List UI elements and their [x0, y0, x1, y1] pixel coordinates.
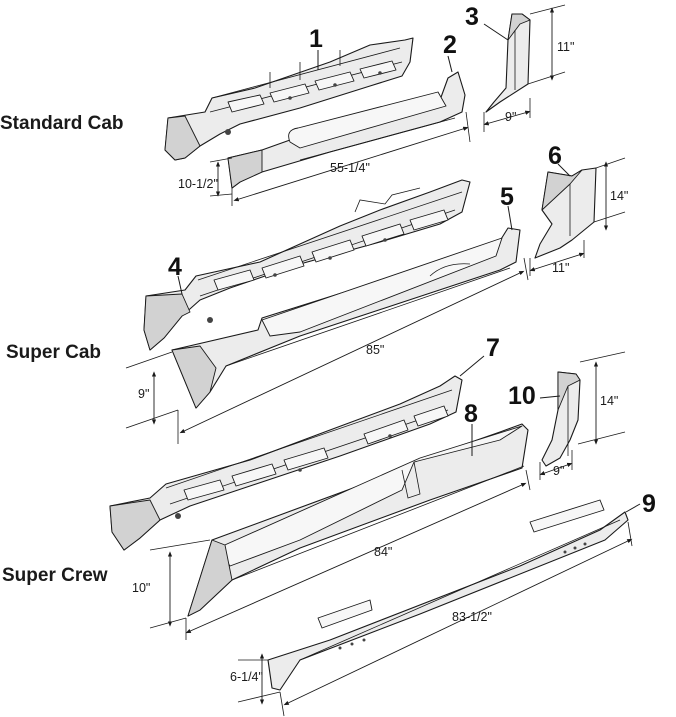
- callout-1: 1: [309, 25, 323, 53]
- dim-p10-height: 14": [600, 394, 618, 408]
- part-5-outer-rocker-super-cab: [171, 227, 521, 409]
- super-cab-label: Super Cab: [6, 342, 101, 363]
- callout-leaders: [177, 23, 641, 513]
- dim-p9-length: 83-1/2": [452, 610, 492, 624]
- callout-9: 9: [642, 490, 656, 518]
- callout-6: 6: [548, 142, 562, 170]
- dim-p5-height: 9": [138, 387, 149, 401]
- dim-p3-height: 11": [557, 40, 574, 54]
- callout-5: 5: [500, 183, 514, 211]
- super-crew-label: Super Crew: [2, 565, 108, 586]
- dim-p8-height: 10": [132, 581, 150, 595]
- dim-p2-length: 55-1/4": [330, 161, 370, 175]
- dim-p9-height: 6-1/4": [230, 670, 263, 684]
- dim-p6-height: 14": [610, 189, 628, 203]
- callout-4: 4: [168, 253, 182, 281]
- dim-p3-width: 9": [505, 110, 516, 124]
- standard-cab-label: Standard Cab: [0, 113, 124, 134]
- part-10-cab-corner-super-crew: [541, 371, 581, 467]
- dim-p6-width: 11": [552, 261, 569, 275]
- part-3-cab-corner-standard: [485, 13, 531, 113]
- callout-3: 3: [465, 3, 479, 31]
- dim-p5-length: 85": [366, 343, 384, 357]
- dim-p2-height: 10-1/2": [178, 177, 218, 191]
- dim-p8-length: 84": [374, 545, 392, 559]
- callout-2: 2: [443, 31, 457, 59]
- part-6-cab-corner-super: [534, 167, 597, 259]
- dimension-lines: [125, 4, 633, 717]
- callout-8: 8: [464, 400, 478, 428]
- callout-10: 10: [508, 382, 536, 410]
- dim-p10-width: 9": [553, 464, 564, 478]
- callout-7: 7: [486, 334, 500, 362]
- part-1-inner-rocker-standard-cab: [164, 37, 414, 161]
